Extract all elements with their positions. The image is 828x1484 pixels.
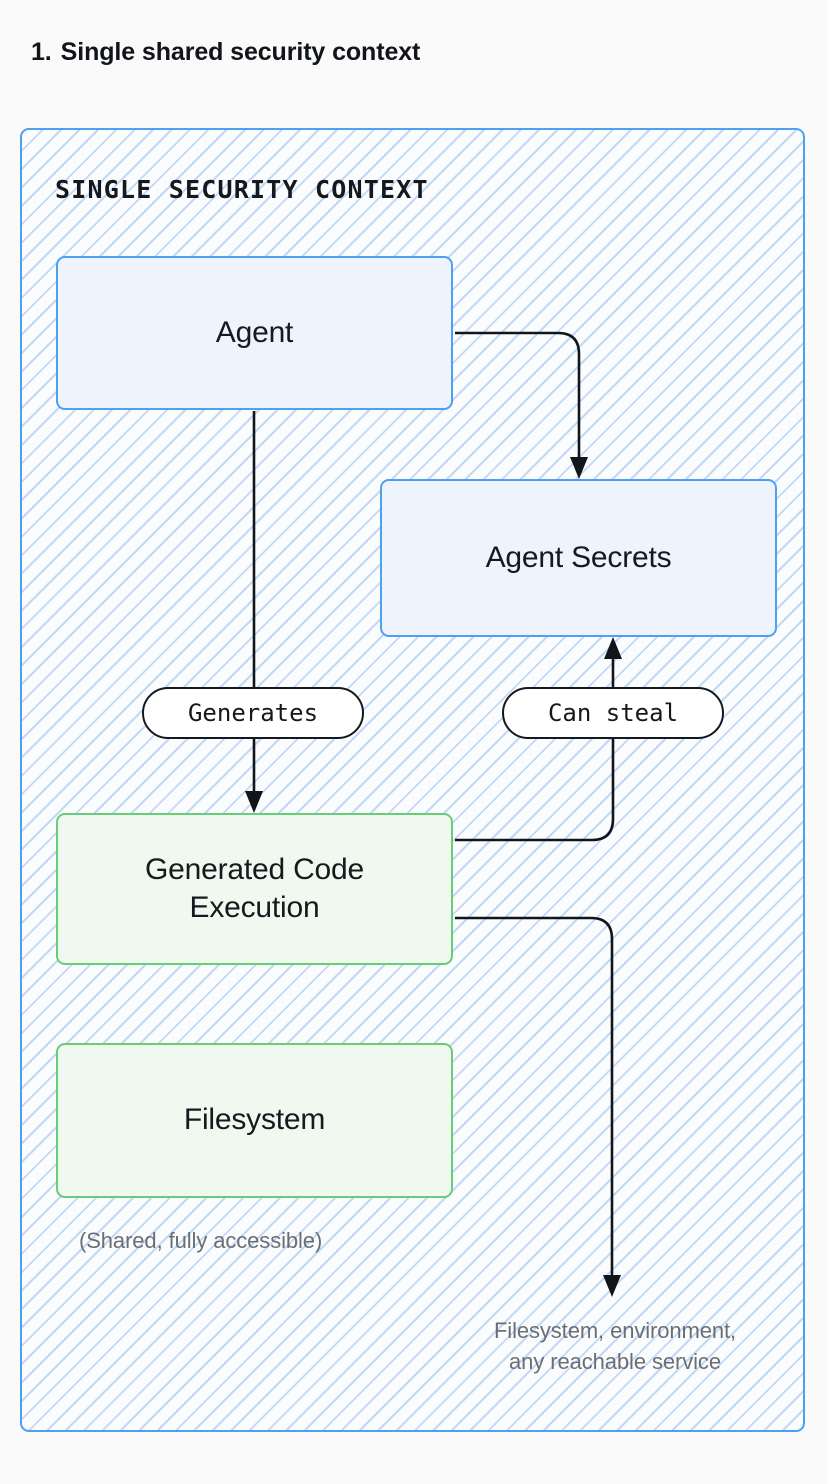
caption-reachable-scope: Filesystem, environment, any reachable s… (437, 1315, 793, 1377)
security-context-label: SINGLE SECURITY CONTEXT (55, 175, 429, 204)
caption-shared-access: (Shared, fully accessible) (79, 1228, 323, 1253)
node-generated-code-execution[interactable]: Generated Code Execution (56, 813, 453, 965)
caption-reachable-scope-line1: Filesystem, environment, (493, 1318, 737, 1343)
node-agent[interactable]: Agent (56, 256, 453, 410)
edge-label-generates: Generates (142, 687, 364, 739)
node-generated-code-execution-label-line2: Execution (189, 891, 320, 924)
node-filesystem-label: Filesystem (183, 1103, 326, 1137)
page-title: 1. Single shared security context (31, 38, 420, 67)
edge-label-generates-text: Generates (187, 699, 319, 727)
caption-reachable-scope-line2: any reachable service (509, 1349, 721, 1375)
node-agent-secrets-label: Agent Secrets (485, 540, 672, 574)
node-filesystem[interactable]: Filesystem (56, 1043, 453, 1198)
node-agent-secrets[interactable]: Agent Secrets (380, 479, 777, 637)
edge-agent-to-secrets (455, 331, 588, 479)
edge-code-to-environment (455, 916, 621, 1297)
node-agent-label: Agent (215, 315, 294, 349)
node-generated-code-execution-label-line1: Generated Code (144, 852, 365, 886)
page-title-number: 1. (31, 38, 52, 66)
edge-label-can-steal-text: Can steal (547, 699, 679, 727)
page-title-text: Single shared security context (60, 38, 421, 66)
edge-agent-to-code (245, 411, 263, 813)
security-context-container: SINGLE SECURITY CONTEXT Agent Agent Secr… (20, 128, 805, 1432)
edge-label-can-steal: Can steal (502, 687, 724, 739)
